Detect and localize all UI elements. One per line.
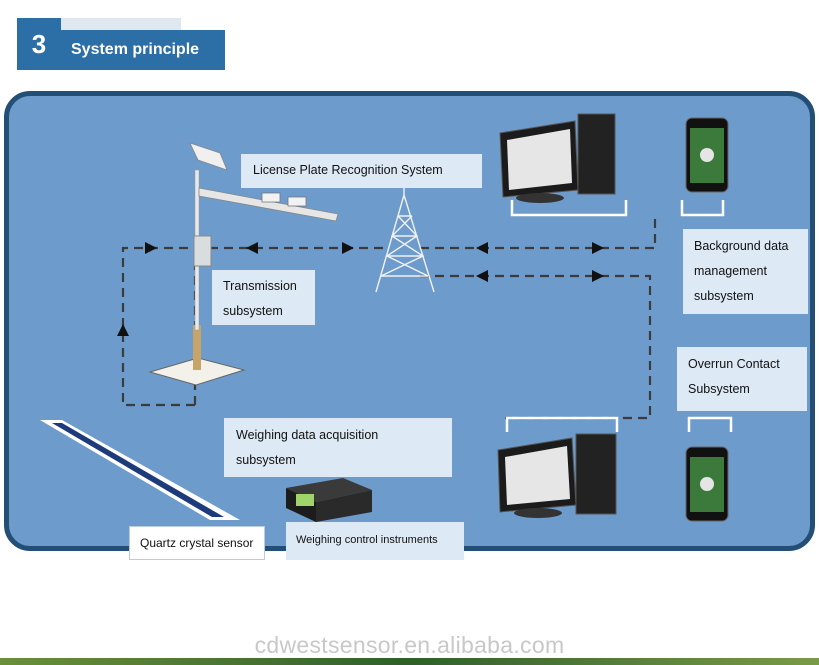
arrow-heads (117, 242, 604, 336)
arrow-left-2 (476, 242, 488, 254)
background-label-line2: management (694, 264, 767, 278)
phone-icon-bottom (685, 446, 729, 522)
line-tower-right-bottom (420, 274, 652, 420)
computer-icon-top (499, 113, 616, 203)
background-label-line1: Background data (694, 239, 789, 253)
arrow-right-1 (145, 242, 157, 254)
arrow-left-3 (476, 270, 488, 282)
line-tower-right-top (420, 215, 657, 250)
weighing-strip-icon (40, 420, 240, 520)
weighing-label-line2: subsystem (236, 453, 296, 467)
overrun-contact-label: Overrun Contact Subsystem (677, 347, 807, 411)
quartz-sensor-label: Quartz crystal sensor (129, 526, 265, 560)
section-number-badge: 3 (17, 18, 61, 70)
transmission-tower-icon (375, 182, 435, 293)
transmission-label-line2: subsystem (223, 304, 283, 318)
background-label-line3: subsystem (694, 289, 754, 303)
control-instrument-icon (286, 478, 372, 522)
overrun-label-line1: Overrun Contact (688, 357, 780, 371)
watermark: cdwestsensor.en.alibaba.com (254, 632, 565, 658)
overrun-label-line2: Subsystem (688, 382, 750, 396)
weighing-acquisition-label: Weighing data acquisition subsystem (224, 418, 452, 477)
control-instruments-label: Weighing control instruments (286, 522, 464, 560)
background-management-label: Background data management subsystem (683, 229, 808, 314)
transmission-label: Transmission subsystem (212, 270, 315, 325)
phone-icon-top (685, 117, 729, 193)
weighing-label-line1: Weighing data acquisition (236, 428, 379, 442)
transmission-label-line1: Transmission (223, 279, 297, 293)
arrow-right-3 (592, 242, 604, 254)
header-tab-decoration (61, 18, 181, 30)
arrow-left-1 (246, 242, 258, 254)
license-plate-label: License Plate Recognition System (241, 154, 482, 188)
computer-icon-bottom (497, 433, 617, 518)
arrow-up (117, 324, 129, 336)
camera-pole-icon (148, 142, 339, 386)
device-brackets (505, 200, 733, 432)
arrow-right-4 (592, 270, 604, 282)
section-title: System principle (61, 30, 225, 70)
arrow-right-2 (342, 242, 354, 254)
footer-bar (0, 658, 819, 665)
